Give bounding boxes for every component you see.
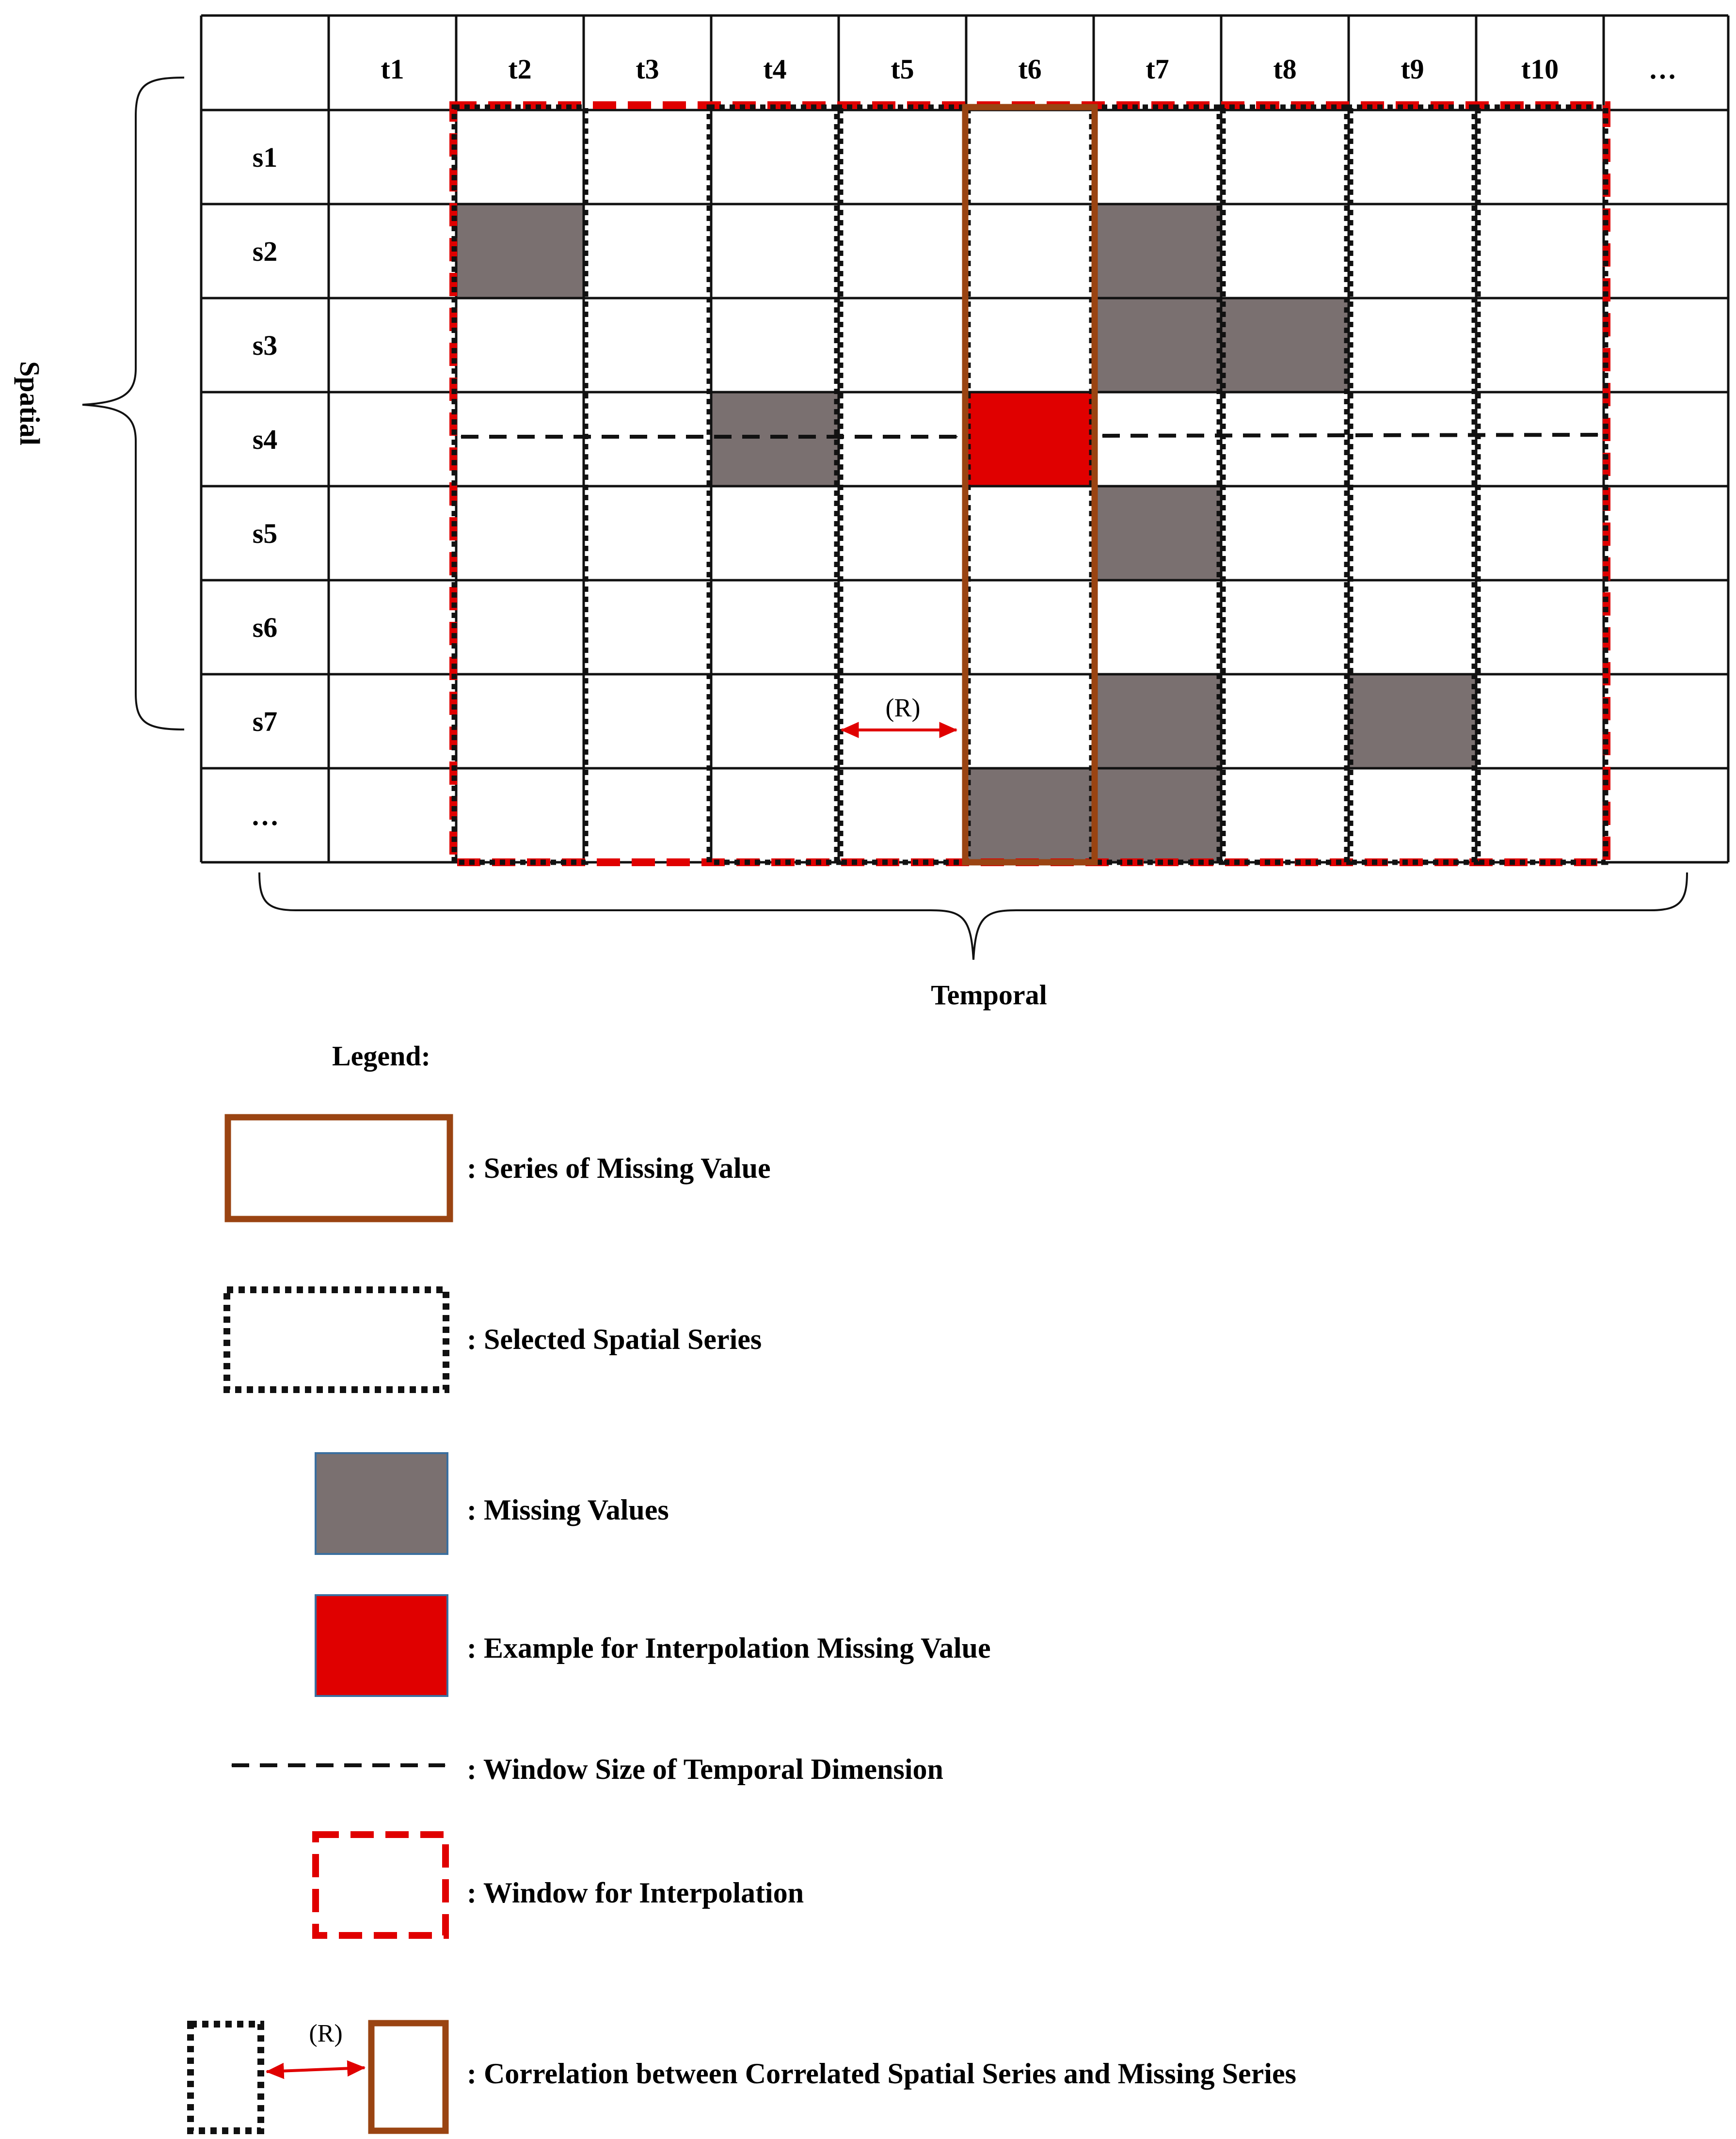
row-header-s4: s4 xyxy=(253,424,278,455)
missing-cell-more-t7 xyxy=(1094,768,1221,862)
legend-label-selected-spatial: : Selected Spatial Series xyxy=(467,1323,762,1355)
correlation-missing-swatch xyxy=(368,2020,449,2134)
legend-label-interp-example: : Example for Interpolation Missing Valu… xyxy=(467,1632,991,1664)
column-header-t3: t3 xyxy=(636,53,659,85)
legend-item-series-missing: : Series of Missing Value xyxy=(224,1114,771,1222)
missing-value-series-box xyxy=(962,104,1098,866)
column-header-t2: t2 xyxy=(508,53,531,85)
legend-item-window-temporal: : Window Size of Temporal Dimension xyxy=(231,1753,943,1785)
missing-cell-s7-t9 xyxy=(1349,674,1476,768)
legend-title: Legend: xyxy=(332,1040,430,1072)
selected-spatial-series-t10 xyxy=(1471,104,1609,865)
row-header-s5: s5 xyxy=(253,518,278,549)
correlation-arrow xyxy=(265,2060,366,2079)
interp-example-cell xyxy=(966,392,1094,486)
column-header-t4: t4 xyxy=(763,53,786,85)
missing-cell-s2-t2 xyxy=(456,204,584,298)
row-header-s2: s2 xyxy=(253,236,278,267)
column-header-t1: t1 xyxy=(381,53,404,85)
missing-cell-s7-t7 xyxy=(1094,674,1221,768)
selected-spatial-series-t5 xyxy=(834,104,971,865)
temporal-axis-label: Temporal xyxy=(931,979,1047,1011)
legend-label-missing-values: : Missing Values xyxy=(467,1494,669,1526)
row-header-s3: s3 xyxy=(253,330,278,361)
column-header-t5: t5 xyxy=(891,53,914,85)
legend-item-selected-spatial: : Selected Spatial Series xyxy=(223,1286,762,1393)
grid-headers: t1 t2 t3 t4 t5 t6 t7 t8 t9 t10 … s1 s2 s3 s4 s5 s6 s7 … xyxy=(251,53,1677,831)
spatial-axis-label: Spatial xyxy=(14,361,46,445)
missing-cell-s3-t7 xyxy=(1094,298,1221,392)
selected-spatial-series-t8 xyxy=(1216,104,1354,865)
window-interp-swatch xyxy=(312,1831,449,1939)
missing-cell-s4-t4 xyxy=(711,392,839,486)
row-header-s6: s6 xyxy=(253,612,278,643)
correlation-label-grid: (R) xyxy=(886,693,921,722)
series-overlays xyxy=(449,101,1610,866)
interp-example-swatch xyxy=(315,1594,448,1697)
column-header-t10: t10 xyxy=(1521,53,1559,85)
row-header-more: … xyxy=(251,800,279,831)
spatial-brace xyxy=(82,77,185,730)
row-header-s1: s1 xyxy=(253,142,278,173)
legend-label-series-missing: : Series of Missing Value xyxy=(467,1152,771,1184)
column-header-t8: t8 xyxy=(1273,53,1296,85)
legend-item-missing-values: : Missing Values xyxy=(315,1452,669,1555)
temporal-brace xyxy=(258,872,1688,960)
row-header-s7: s7 xyxy=(253,706,278,737)
window-arrows: (R) xyxy=(460,433,1599,738)
missing-cell-s3-t8 xyxy=(1221,298,1349,392)
selected-spatial-series-t4 xyxy=(706,104,844,865)
missing-cell-s2-t7 xyxy=(1094,204,1221,298)
missing-values-swatch xyxy=(315,1452,448,1555)
correlation-symbol-label: (R) xyxy=(309,2020,342,2047)
legend-item-window-interp: : Window for Interpolation xyxy=(312,1831,804,1939)
cell-fills xyxy=(456,204,1476,862)
legend-label-window-interp: : Window for Interpolation xyxy=(467,1877,804,1909)
column-header-t6: t6 xyxy=(1018,53,1041,85)
selected-spatial-series-t2 xyxy=(451,104,589,865)
series-missing-swatch xyxy=(224,1114,453,1222)
column-header-t7: t7 xyxy=(1146,53,1169,85)
selected-spatial-swatch xyxy=(223,1286,449,1393)
legend-label-window-temporal: : Window Size of Temporal Dimension xyxy=(467,1753,943,1785)
correlation-selected-swatch xyxy=(187,2021,264,2134)
missing-cell-s5-t7 xyxy=(1094,486,1221,580)
legend-item-interp-example: : Example for Interpolation Missing Valu… xyxy=(315,1594,991,1697)
column-header-more: … xyxy=(1649,53,1677,85)
legend-item-correlation: (R) : Correlation between Correlated Spa… xyxy=(187,2020,1296,2134)
column-header-t9: t9 xyxy=(1401,53,1424,85)
selected-spatial-series-t9 xyxy=(1344,104,1481,865)
missing-cell-more-t6 xyxy=(966,768,1094,862)
legend-label-correlation: : Correlation between Correlated Spatial… xyxy=(467,2058,1296,2090)
